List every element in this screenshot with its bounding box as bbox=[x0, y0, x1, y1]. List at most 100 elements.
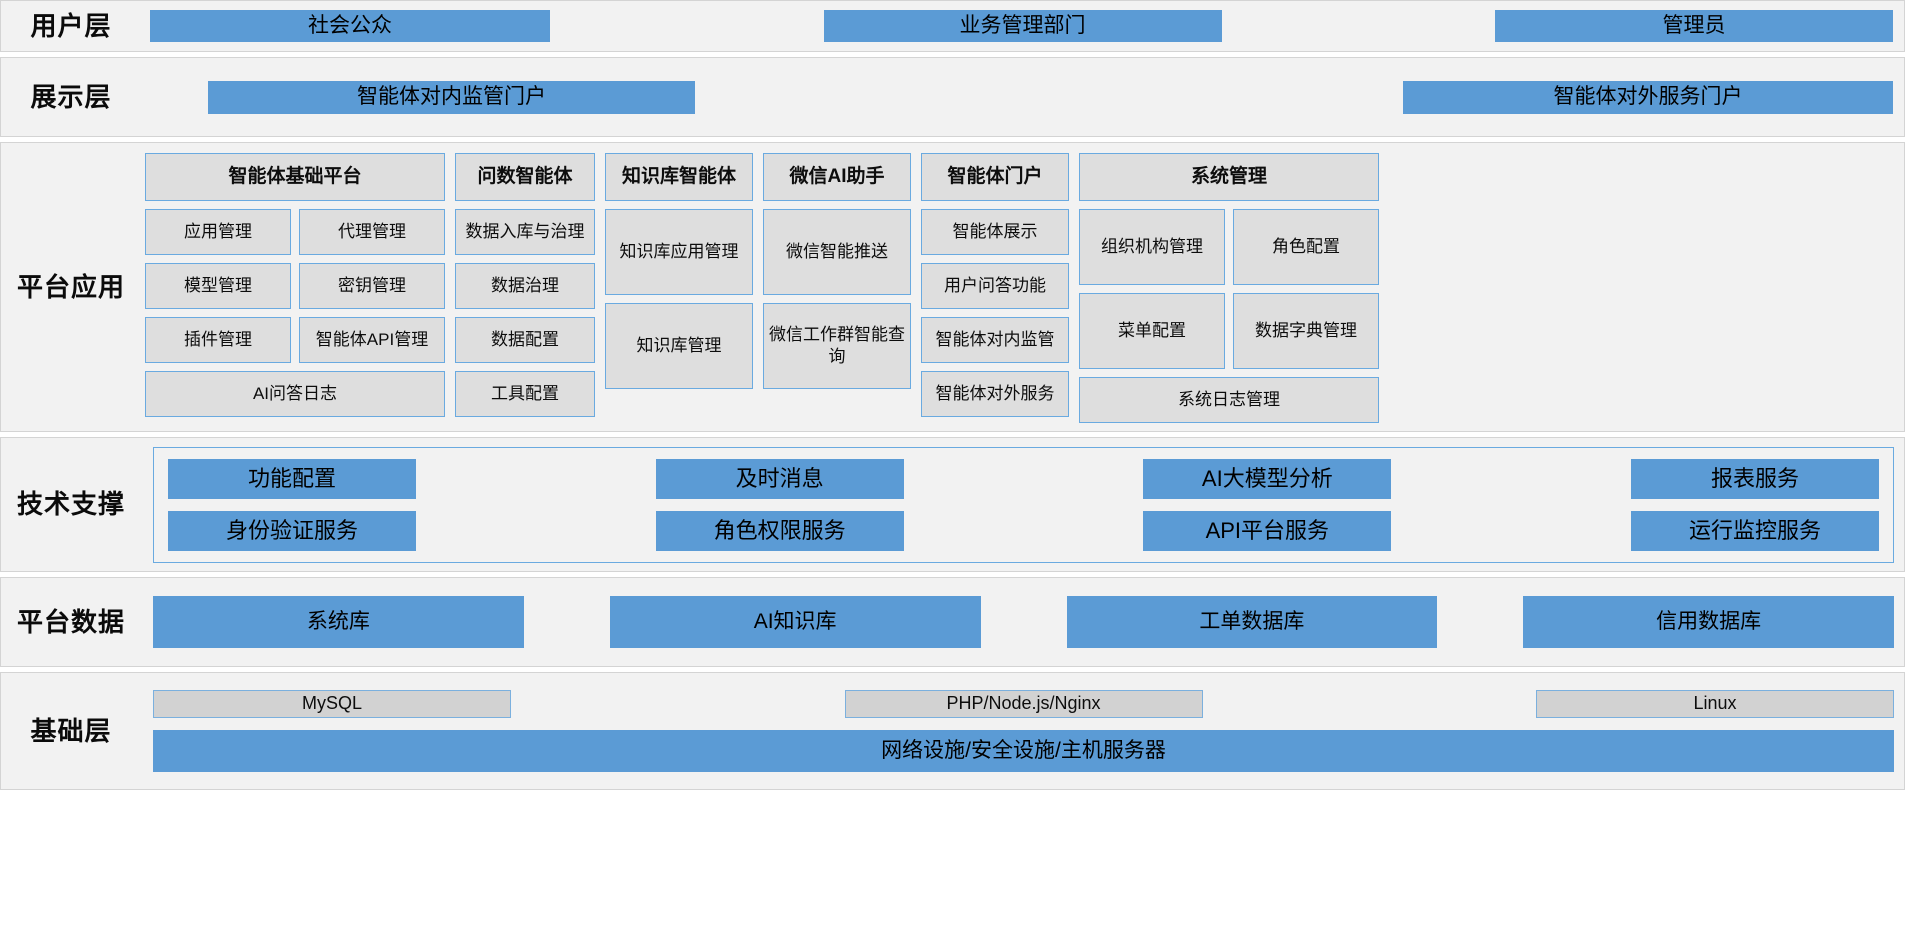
item-agent-api-management[interactable]: 智能体API管理 bbox=[299, 317, 445, 363]
platform-row: 模型管理 密钥管理 bbox=[145, 263, 445, 309]
platform-row: AI问答日志 bbox=[145, 371, 445, 417]
user-box-business-dept[interactable]: 业务管理部门 bbox=[823, 10, 1222, 42]
item-data-config[interactable]: 数据配置 bbox=[455, 317, 595, 363]
layer-platform-data-label: 平台 数据 bbox=[1, 578, 141, 666]
presentation-box-internal-portal[interactable]: 智能体对内监管门户 bbox=[208, 80, 695, 114]
layer-tech-support: 技术 支撑 功能配置 及时消息 AI大模型分析 报表服务 身份验证服务 角色权限… bbox=[0, 437, 1905, 572]
layer-presentation-body: 智能体对内监管门户 智能体对外服务门户 bbox=[141, 58, 1904, 136]
infrastructure-row-hardware: 网络设施/安全设施/主机服务器 bbox=[145, 730, 1898, 772]
layer-user: 用户层 社会公众 业务管理部门 管理员 bbox=[0, 0, 1905, 52]
tech-item-identity-auth-service[interactable]: 身份验证服务 bbox=[168, 510, 416, 551]
data-box-system-db[interactable]: 系统库 bbox=[153, 596, 524, 648]
layer-tech-support-label-line2: 支撑 bbox=[71, 489, 126, 520]
data-box-credit-db[interactable]: 信用数据库 bbox=[1523, 596, 1894, 648]
platform-row: 系统日志管理 bbox=[1079, 377, 1379, 423]
layer-platform-application-label: 平台 应用 bbox=[1, 143, 141, 431]
layer-infrastructure-body: MySQL PHP/Node.js/Nginx Linux 网络设施/安全设施/… bbox=[141, 673, 1904, 789]
platform-row: 应用管理 代理管理 bbox=[145, 209, 445, 255]
item-plugin-management[interactable]: 插件管理 bbox=[145, 317, 291, 363]
column-header-agent-portal[interactable]: 智能体门户 bbox=[921, 153, 1069, 201]
tech-item-instant-message[interactable]: 及时消息 bbox=[655, 458, 904, 499]
item-wechat-group-smart-query[interactable]: 微信工作群智能查询 bbox=[763, 303, 911, 389]
item-agent-external-service[interactable]: 智能体对外服务 bbox=[921, 371, 1069, 417]
item-system-log-management[interactable]: 系统日志管理 bbox=[1079, 377, 1379, 423]
layer-user-label-text: 用户层 bbox=[30, 10, 112, 41]
platform-row: 数据治理 bbox=[455, 263, 595, 309]
platform-column-agent-base: 智能体基础平台 应用管理 代理管理 模型管理 密钥管理 插件管理 智能体API管… bbox=[145, 153, 445, 417]
infra-box-mysql[interactable]: MySQL bbox=[153, 690, 511, 718]
layer-tech-support-label-line1: 技术 bbox=[16, 489, 71, 520]
data-box-workorder-db[interactable]: 工单数据库 bbox=[1066, 596, 1438, 648]
item-agent-management[interactable]: 代理管理 bbox=[299, 209, 445, 255]
item-wechat-smart-push[interactable]: 微信智能推送 bbox=[763, 209, 911, 295]
column-header-system-management[interactable]: 系统管理 bbox=[1079, 153, 1379, 201]
item-model-management[interactable]: 模型管理 bbox=[145, 263, 291, 309]
layer-user-label: 用户层 bbox=[1, 1, 141, 51]
layer-tech-support-body: 功能配置 及时消息 AI大模型分析 报表服务 身份验证服务 角色权限服务 API… bbox=[141, 438, 1904, 571]
tech-support-container: 功能配置 及时消息 AI大模型分析 报表服务 身份验证服务 角色权限服务 API… bbox=[153, 446, 1894, 563]
platform-row: 插件管理 智能体API管理 bbox=[145, 317, 445, 363]
tech-item-report-service[interactable]: 报表服务 bbox=[1630, 458, 1879, 499]
item-user-qa-function[interactable]: 用户问答功能 bbox=[921, 263, 1069, 309]
layer-platform-data-label-line1: 平台 bbox=[16, 606, 71, 637]
data-box-ai-knowledge-db[interactable]: AI知识库 bbox=[609, 596, 981, 648]
platform-row: 菜单配置 数据字典管理 bbox=[1079, 293, 1379, 369]
platform-row: 数据配置 bbox=[455, 317, 595, 363]
column-header-agent-base[interactable]: 智能体基础平台 bbox=[145, 153, 445, 201]
platform-column-agent-portal: 智能体门户 智能体展示 用户问答功能 智能体对内监管 智能体对外服务 bbox=[921, 153, 1069, 417]
layer-presentation-label-text: 展示层 bbox=[30, 81, 112, 112]
layer-infrastructure: 基础层 MySQL PHP/Node.js/Nginx Linux 网络设施/安… bbox=[0, 672, 1905, 790]
tech-item-ai-large-model-analysis[interactable]: AI大模型分析 bbox=[1143, 458, 1392, 499]
tech-support-row-1: 功能配置 及时消息 AI大模型分析 报表服务 bbox=[168, 458, 1879, 499]
item-org-structure-management[interactable]: 组织机构管理 bbox=[1079, 209, 1225, 285]
layer-platform-data: 平台 数据 系统库 AI知识库 工单数据库 信用数据库 bbox=[0, 577, 1905, 667]
platform-row: 知识库应用管理 bbox=[605, 209, 753, 295]
tech-item-role-permission-service[interactable]: 角色权限服务 bbox=[655, 510, 904, 551]
platform-row: 智能体对内监管 bbox=[921, 317, 1069, 363]
infra-box-php-node-nginx[interactable]: PHP/Node.js/Nginx bbox=[844, 690, 1203, 718]
user-box-admin[interactable]: 管理员 bbox=[1495, 10, 1893, 42]
layer-user-body: 社会公众 业务管理部门 管理员 bbox=[141, 1, 1904, 51]
item-app-management[interactable]: 应用管理 bbox=[145, 209, 291, 255]
item-agent-showcase[interactable]: 智能体展示 bbox=[921, 209, 1069, 255]
column-header-wechat-ai-assistant[interactable]: 微信AI助手 bbox=[763, 153, 911, 201]
platform-row: 微信智能推送 bbox=[763, 209, 911, 295]
tech-item-api-platform-service[interactable]: API平台服务 bbox=[1143, 510, 1392, 551]
user-box-public[interactable]: 社会公众 bbox=[150, 10, 550, 42]
layer-infrastructure-label: 基础层 bbox=[1, 673, 141, 789]
item-kb-app-management[interactable]: 知识库应用管理 bbox=[605, 209, 753, 295]
item-data-ingest-governance[interactable]: 数据入库与治理 bbox=[455, 209, 595, 255]
item-kb-management[interactable]: 知识库管理 bbox=[605, 303, 753, 389]
platform-row: 智能体对外服务 bbox=[921, 371, 1069, 417]
platform-row: 工具配置 bbox=[455, 371, 595, 417]
item-data-governance[interactable]: 数据治理 bbox=[455, 263, 595, 309]
layer-presentation-label: 展示层 bbox=[1, 58, 141, 136]
item-data-dictionary-management[interactable]: 数据字典管理 bbox=[1233, 293, 1379, 369]
platform-column-knowledge-base-agent: 知识库智能体 知识库应用管理 知识库管理 bbox=[605, 153, 753, 389]
platform-row: 数据入库与治理 bbox=[455, 209, 595, 255]
infra-box-linux[interactable]: Linux bbox=[1536, 690, 1894, 718]
item-agent-internal-supervision[interactable]: 智能体对内监管 bbox=[921, 317, 1069, 363]
layer-platform-application-body: 智能体基础平台 应用管理 代理管理 模型管理 密钥管理 插件管理 智能体API管… bbox=[141, 143, 1904, 431]
platform-column-data-query-agent: 问数智能体 数据入库与治理 数据治理 数据配置 工具配置 bbox=[455, 153, 595, 417]
layer-tech-support-label: 技术 支撑 bbox=[1, 438, 141, 571]
presentation-box-external-portal[interactable]: 智能体对外服务门户 bbox=[1403, 80, 1893, 114]
item-tool-config[interactable]: 工具配置 bbox=[455, 371, 595, 417]
layer-platform-application-label-line1: 平台 bbox=[16, 271, 71, 302]
infra-box-network-security-host[interactable]: 网络设施/安全设施/主机服务器 bbox=[153, 730, 1894, 772]
layer-platform-application-label-line2: 应用 bbox=[71, 271, 126, 302]
column-header-knowledge-base-agent[interactable]: 知识库智能体 bbox=[605, 153, 753, 201]
item-menu-config[interactable]: 菜单配置 bbox=[1079, 293, 1225, 369]
layer-platform-data-label-line2: 数据 bbox=[71, 606, 126, 637]
column-header-data-query-agent[interactable]: 问数智能体 bbox=[455, 153, 595, 201]
platform-column-system-management: 系统管理 组织机构管理 角色配置 菜单配置 数据字典管理 系统日志管理 bbox=[1079, 153, 1379, 423]
tech-item-runtime-monitor-service[interactable]: 运行监控服务 bbox=[1630, 510, 1879, 551]
platform-row: 组织机构管理 角色配置 bbox=[1079, 209, 1379, 285]
tech-item-function-config[interactable]: 功能配置 bbox=[168, 458, 416, 499]
layer-infrastructure-label-text: 基础层 bbox=[30, 715, 112, 746]
item-key-management[interactable]: 密钥管理 bbox=[299, 263, 445, 309]
item-ai-qa-log[interactable]: AI问答日志 bbox=[145, 371, 445, 417]
item-role-config[interactable]: 角色配置 bbox=[1233, 209, 1379, 285]
layer-presentation: 展示层 智能体对内监管门户 智能体对外服务门户 bbox=[0, 57, 1905, 137]
